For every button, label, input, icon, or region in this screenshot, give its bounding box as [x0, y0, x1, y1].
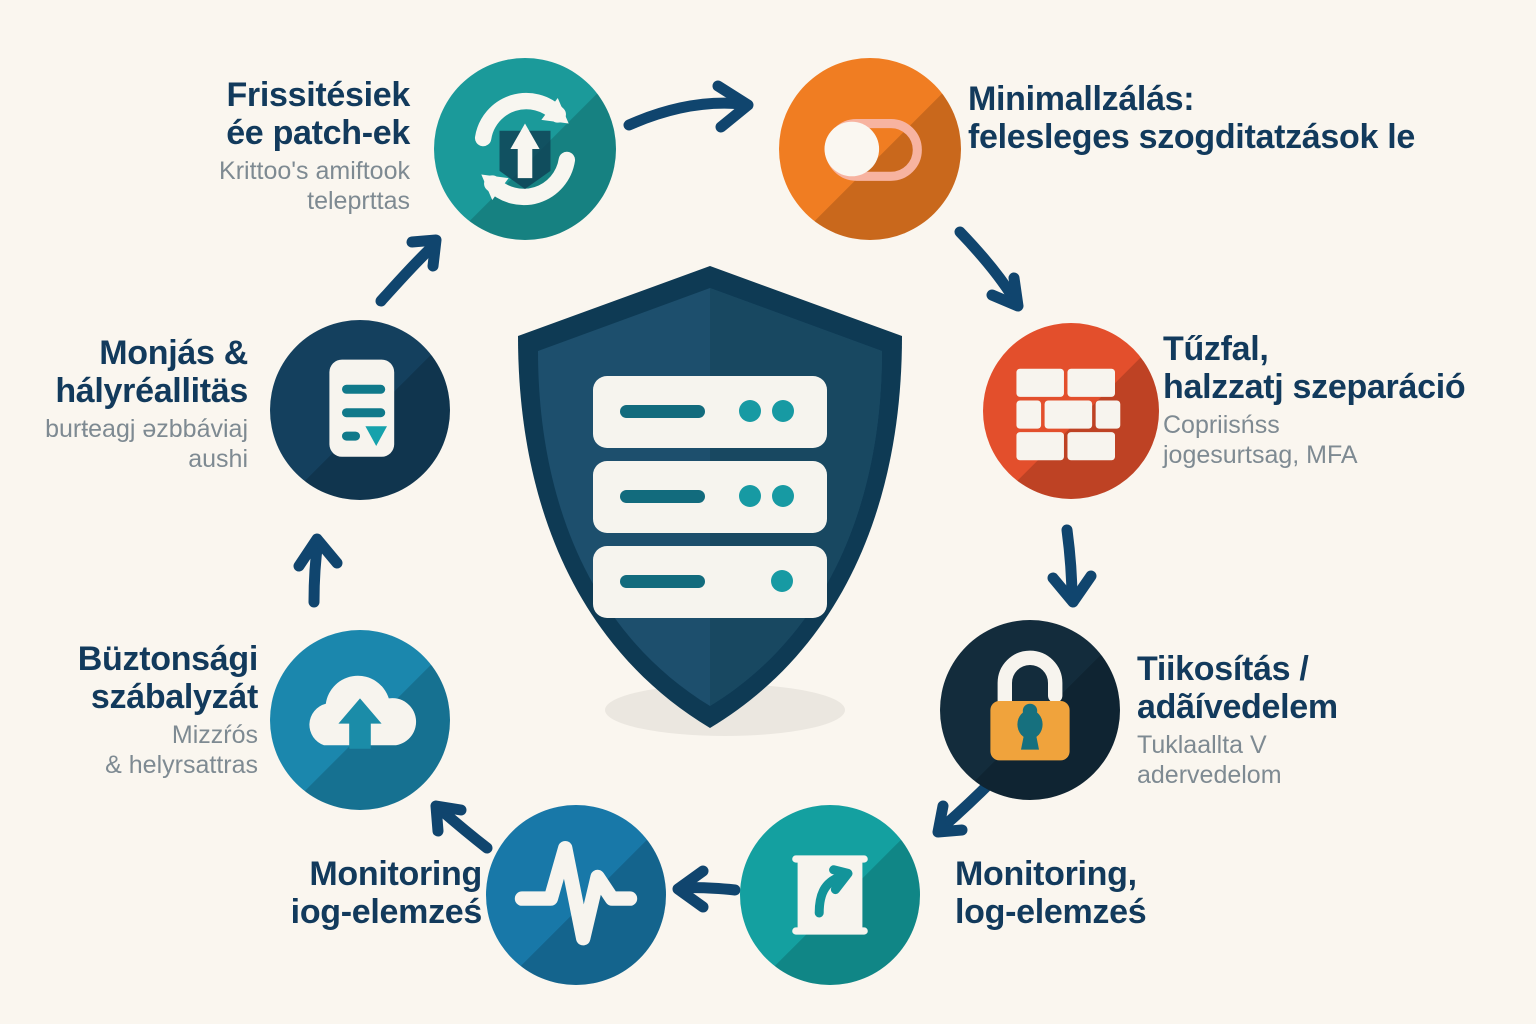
label-title-line: szábalyzát — [90, 678, 258, 717]
label-frissitesek: Frissitésiek ée patch-ek Krittoo's amift… — [60, 76, 410, 216]
label-title-line: Büztonsági — [77, 640, 259, 678]
label-mentes-helyreallitas: Monjás & hályréallitäs burŧeagj ǝzbbávia… — [0, 334, 248, 474]
label-sub-line: burŧeagj ǝzbbáviaj — [45, 415, 248, 444]
label-title-line: felesleges szogditatzások le — [968, 118, 1415, 157]
label-sub-line: & helyrsattras — [105, 750, 258, 779]
label-sub-line: teleprttas — [307, 186, 410, 215]
firewall-brick-icon — [1016, 368, 1121, 461]
node-minimalizalas[interactable] — [779, 58, 961, 240]
label-title-line: Monitoring, — [955, 855, 1137, 893]
arrow-frissitesek-to-minimalizalas — [623, 80, 754, 133]
label-sub-line: Copriisńss — [1163, 411, 1280, 440]
policy-document-icon — [329, 359, 395, 457]
node-monitoring-jobb[interactable] — [740, 805, 920, 985]
label-monitoring-jobb: Monitoring, log-elemześ — [955, 855, 1315, 931]
label-sub-line: adervedelom — [1137, 760, 1282, 789]
arrow-mentes-to-frissitesek — [375, 234, 442, 307]
padlock-icon — [990, 650, 1070, 761]
label-title-line: log-elemześ — [955, 893, 1147, 932]
label-title-line: Frissitésiek — [226, 76, 410, 114]
arrow-monitoring-bal-to-szabalyzat — [430, 800, 493, 854]
toggle-switch-icon — [824, 118, 922, 181]
arrow-szabalyzat-to-mentes — [293, 533, 343, 608]
label-title-line: adãívedelem — [1137, 688, 1338, 727]
label-tuzfal: Tűzfal, halzzatj szeparáció Copriisńss j… — [1163, 330, 1533, 470]
node-biztonsagi-szabalyzat[interactable] — [270, 630, 450, 810]
node-monitoring-bal[interactable] — [486, 805, 666, 985]
arrow-tuzfal-to-titkositas — [1047, 524, 1097, 608]
label-title-line: ée patch-ek — [226, 114, 410, 153]
label-sub-line: Mizzŕós — [171, 721, 258, 750]
arrow-minimalizalas-to-tuzfal — [954, 226, 1024, 312]
node-frissitesek[interactable] — [434, 58, 616, 240]
node-titkositas[interactable] — [940, 620, 1120, 800]
label-title-line: hályréallitäs — [55, 372, 248, 411]
label-title-line: Tiikosítás / — [1137, 650, 1309, 688]
label-title-line: halzzatj szeparáció — [1163, 368, 1466, 407]
label-sub-line: jogesurtsag, MFA — [1163, 440, 1358, 469]
center-shield — [510, 258, 910, 738]
arrow-monitoring-jobb-to-monitoring-bal — [672, 865, 741, 913]
report-document-icon — [792, 855, 868, 935]
label-sub-line: Tuklaallta V — [1137, 731, 1267, 760]
label-minimalizalas: Minimallzálás: felesleges szogditatzások… — [968, 80, 1488, 156]
label-title-line: iog-elemześ — [290, 893, 483, 932]
label-title-line: Tűzfal, — [1163, 330, 1269, 368]
server-rack-icon — [593, 376, 827, 618]
label-title-line: Minimallzálás: — [968, 80, 1195, 118]
cloud-upload-icon — [309, 675, 417, 749]
label-sub-line: Krittoo's amiftook — [219, 157, 410, 186]
label-monitoring-bal: Monitoring iog-elemześ — [200, 855, 483, 932]
label-title-line: Monitoring — [309, 855, 482, 893]
label-title-line: Monjás & — [99, 334, 248, 372]
pulse-activity-icon — [514, 841, 638, 946]
label-titkositas: Tiikosítás / adãívedelem Tuklaallta V ad… — [1137, 650, 1517, 790]
label-sub-line: aushi — [188, 444, 248, 473]
node-tuzfal[interactable] — [983, 323, 1159, 499]
label-biztonsagi-szabalyzat: Büztonsági szábalyzát Mizzŕós & helyrsat… — [0, 640, 259, 780]
refresh-sync-icon — [474, 92, 576, 206]
node-mentes-helyreallitas[interactable] — [270, 320, 450, 500]
